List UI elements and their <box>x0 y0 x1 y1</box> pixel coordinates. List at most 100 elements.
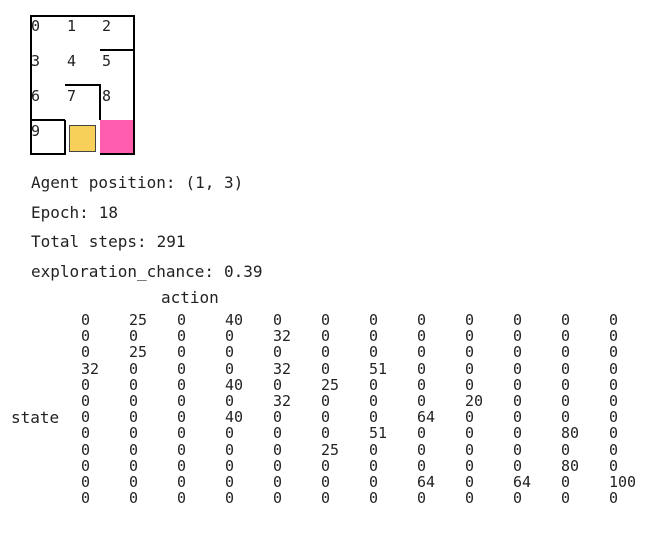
qtable-cell: 0 <box>321 327 331 346</box>
qtable-row-header: state <box>11 408 60 427</box>
qtable-cell: 0 <box>609 375 619 394</box>
cell-label-1: 1 <box>67 17 77 35</box>
qtable-cell: 0 <box>321 424 331 443</box>
qtable-cell: 0 <box>321 408 331 427</box>
qtable-cell: 32 <box>273 359 292 378</box>
qtable-cell: 0 <box>513 311 523 329</box>
cell-label-0: 0 <box>31 17 41 35</box>
exploration-value: 0.39 <box>224 262 263 281</box>
epoch-value: 18 <box>98 203 119 222</box>
qtable-cell: 0 <box>417 456 427 475</box>
qtable-cell: 0 <box>129 375 139 394</box>
qtable-cell: 0 <box>417 440 427 459</box>
qtable-cell: 0 <box>369 456 379 475</box>
wall-above-9 <box>30 119 65 121</box>
qtable-cell: 0 <box>129 489 139 508</box>
qtable-cell: 0 <box>177 424 187 443</box>
qtable-cell: 0 <box>561 359 571 378</box>
qtable-cell: 0 <box>321 456 331 475</box>
cell-label-2: 2 <box>102 17 112 35</box>
qtable-cell: 0 <box>321 473 331 491</box>
qtable-cell: 0 <box>561 489 571 508</box>
maze-grid: 0 1 2 3 4 5 6 7 8 9 1 <box>30 15 135 155</box>
qtable-cell: 64 <box>417 473 436 491</box>
qtable-cell: 0 <box>81 440 91 459</box>
qtable-cell: 0 <box>465 456 475 475</box>
qtable-cell: 0 <box>609 359 619 378</box>
cell-label-8: 8 <box>102 87 112 105</box>
qtable-cell: 0 <box>129 408 139 427</box>
wall-right <box>133 15 135 155</box>
qtable-cell: 0 <box>369 489 379 508</box>
qtable-cell: 0 <box>177 440 187 459</box>
qtable-cell: 0 <box>465 440 475 459</box>
qtable-cell: 0 <box>225 489 235 508</box>
exploration-line: exploration_chance: 0.39 <box>31 264 263 280</box>
qtable-cell: 100 <box>609 473 637 491</box>
cell-label-4: 4 <box>67 52 77 70</box>
qtable-cell: 0 <box>369 408 379 427</box>
qtable-cell: 25 <box>321 440 340 459</box>
wall-top <box>30 15 135 17</box>
qtable-cell: 0 <box>609 343 619 362</box>
exploration-label: exploration_chance: <box>31 262 215 281</box>
cell-label-9: 9 <box>31 122 41 140</box>
qtable-cell: 32 <box>273 327 292 346</box>
qtable-cell: 0 <box>129 327 139 346</box>
qtable-cell: 0 <box>417 359 427 378</box>
qtable-cell: 0 <box>561 473 571 491</box>
total-steps-value: 291 <box>156 232 186 251</box>
qtable-cell: 0 <box>609 440 619 459</box>
cell-label-5: 5 <box>102 52 112 70</box>
qtable-cell: 0 <box>177 311 187 329</box>
qtable-cell: 0 <box>561 440 571 459</box>
qtable-cell: 0 <box>273 375 283 394</box>
qtable-cell: 0 <box>513 375 523 394</box>
qtable-cell: 0 <box>81 327 91 346</box>
qtable-cell: 0 <box>465 359 475 378</box>
qtable-cell: 25 <box>129 311 148 329</box>
qtable-cell: 0 <box>561 375 571 394</box>
qtable-cell: 0 <box>81 489 91 508</box>
qtable-cell: 51 <box>369 424 388 443</box>
qtable-cell: 0 <box>177 392 187 410</box>
qtable-cell: 0 <box>465 311 475 329</box>
qtable-cell: 0 <box>513 408 523 427</box>
qtable-cell: 0 <box>177 375 187 394</box>
qtable-cell: 40 <box>225 311 244 329</box>
qtable-cell: 0 <box>177 489 187 508</box>
qtable-cell: 0 <box>561 343 571 362</box>
qtable-cell: 0 <box>225 424 235 443</box>
qtable-cell: 0 <box>321 343 331 362</box>
qtable-cell: 0 <box>369 311 379 329</box>
qtable-cell: 0 <box>513 456 523 475</box>
qtable-cell: 0 <box>369 343 379 362</box>
total-steps-line: Total steps:291 <box>31 234 186 250</box>
qtable-cell: 0 <box>321 392 331 410</box>
qtable-cell: 0 <box>129 424 139 443</box>
qtable-cell: 0 <box>465 424 475 443</box>
qtable-cell: 0 <box>609 311 619 329</box>
qtable-cell: 0 <box>225 392 235 410</box>
qtable-cell: 64 <box>417 408 436 427</box>
qtable-cell: 51 <box>369 359 388 378</box>
qtable-cell: 0 <box>609 424 619 443</box>
qtable-cell: 0 <box>417 392 427 410</box>
wall-left <box>30 15 32 155</box>
qtable-cell: 0 <box>609 456 619 475</box>
qtable-cell: 0 <box>177 473 187 491</box>
qtable-cell: 0 <box>129 440 139 459</box>
qtable-cell: 40 <box>225 375 244 394</box>
qtable-cell: 0 <box>81 375 91 394</box>
qtable-cell: 0 <box>225 343 235 362</box>
qtable-cell: 0 <box>417 311 427 329</box>
qtable-cell: 0 <box>417 327 427 346</box>
cell-label-3: 3 <box>31 52 41 70</box>
agent-position-value: (1, 3) <box>185 173 244 192</box>
agent-position-line: Agent position:(1, 3) <box>31 175 243 191</box>
qtable-cell: 0 <box>465 343 475 362</box>
qtable-cell: 0 <box>513 424 523 443</box>
qtable-cell: 0 <box>369 375 379 394</box>
qtable-cell: 0 <box>273 343 283 362</box>
qtable-cell: 25 <box>129 343 148 362</box>
